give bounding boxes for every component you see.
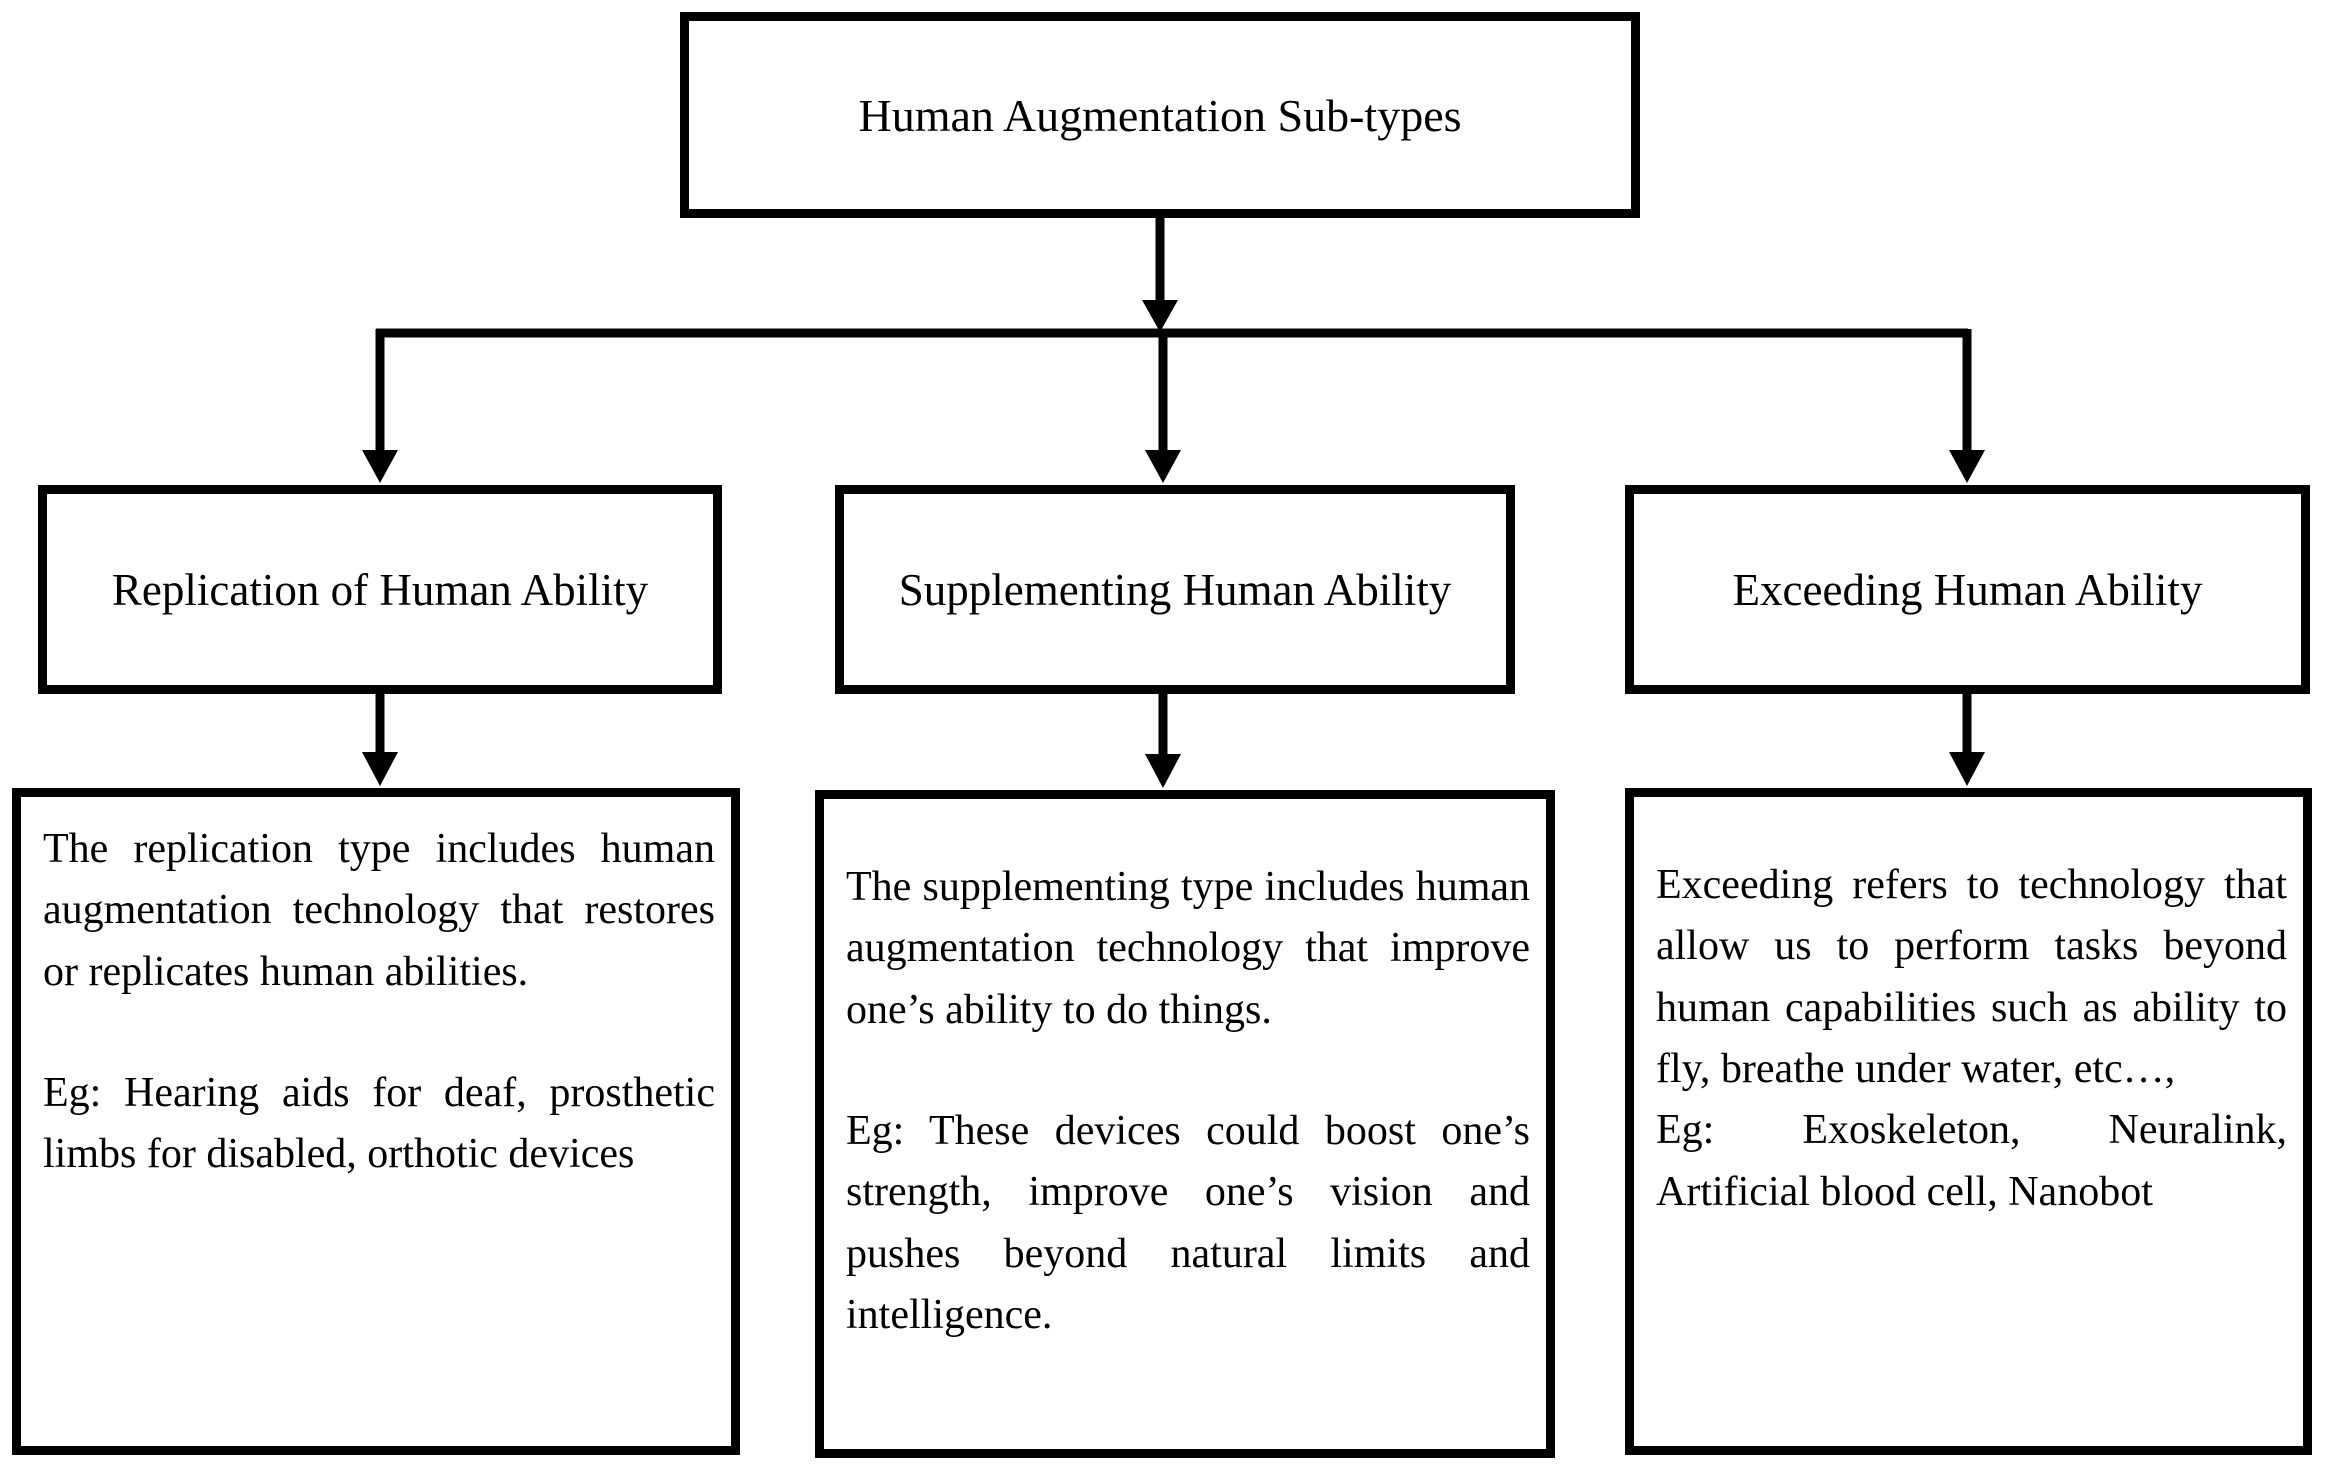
root-node-box: Human Augmentation Sub-types bbox=[680, 12, 1640, 218]
branch-desc-box-exceeding: Exceeding refers to technology that allo… bbox=[1625, 788, 2312, 1455]
branch-desc-text-replication: The replication type includes human augm… bbox=[43, 826, 715, 995]
arrowhead-left-desc bbox=[362, 752, 398, 786]
branch-title-label-supplementing: Supplementing Human Ability bbox=[898, 564, 1452, 615]
branch-desc-text-supplementing: The supplementing type includes human au… bbox=[846, 864, 1530, 1033]
branch-example-text-replication: Eg: Hearing aids for deaf, prosthetic li… bbox=[43, 1069, 715, 1178]
branch-title-label-exceeding: Exceeding Human Ability bbox=[1732, 564, 2203, 615]
branch-example-text-exceeding: Eg: Exoskeleton, Neuralink, Artificial b… bbox=[1656, 1107, 2287, 1215]
branch-title-box-exceeding: Exceeding Human Ability bbox=[1625, 485, 2310, 694]
arrowhead-mid-desc bbox=[1145, 754, 1181, 788]
arrowhead-mid-title bbox=[1145, 450, 1181, 483]
branch-title-box-replication: Replication of Human Ability bbox=[38, 485, 722, 694]
arrowhead-root-to-bus bbox=[1142, 300, 1178, 332]
arrowhead-right-title bbox=[1949, 450, 1985, 483]
root-node-label: Human Augmentation Sub-types bbox=[858, 89, 1462, 141]
branch-desc-text-exceeding: Exceeding refers to technology that allo… bbox=[1656, 862, 2287, 1092]
arrowhead-right-desc bbox=[1949, 752, 1985, 786]
arrowhead-left-title bbox=[362, 450, 398, 483]
branch-desc-box-replication: The replication type includes human augm… bbox=[12, 788, 740, 1455]
branch-title-label-replication: Replication of Human Ability bbox=[111, 564, 649, 615]
branch-desc-box-supplementing: The supplementing type includes human au… bbox=[815, 790, 1555, 1458]
branch-title-box-supplementing: Supplementing Human Ability bbox=[835, 485, 1515, 694]
branch-example-text-supplementing: Eg: These devices could boost one’s stre… bbox=[846, 1107, 1530, 1338]
